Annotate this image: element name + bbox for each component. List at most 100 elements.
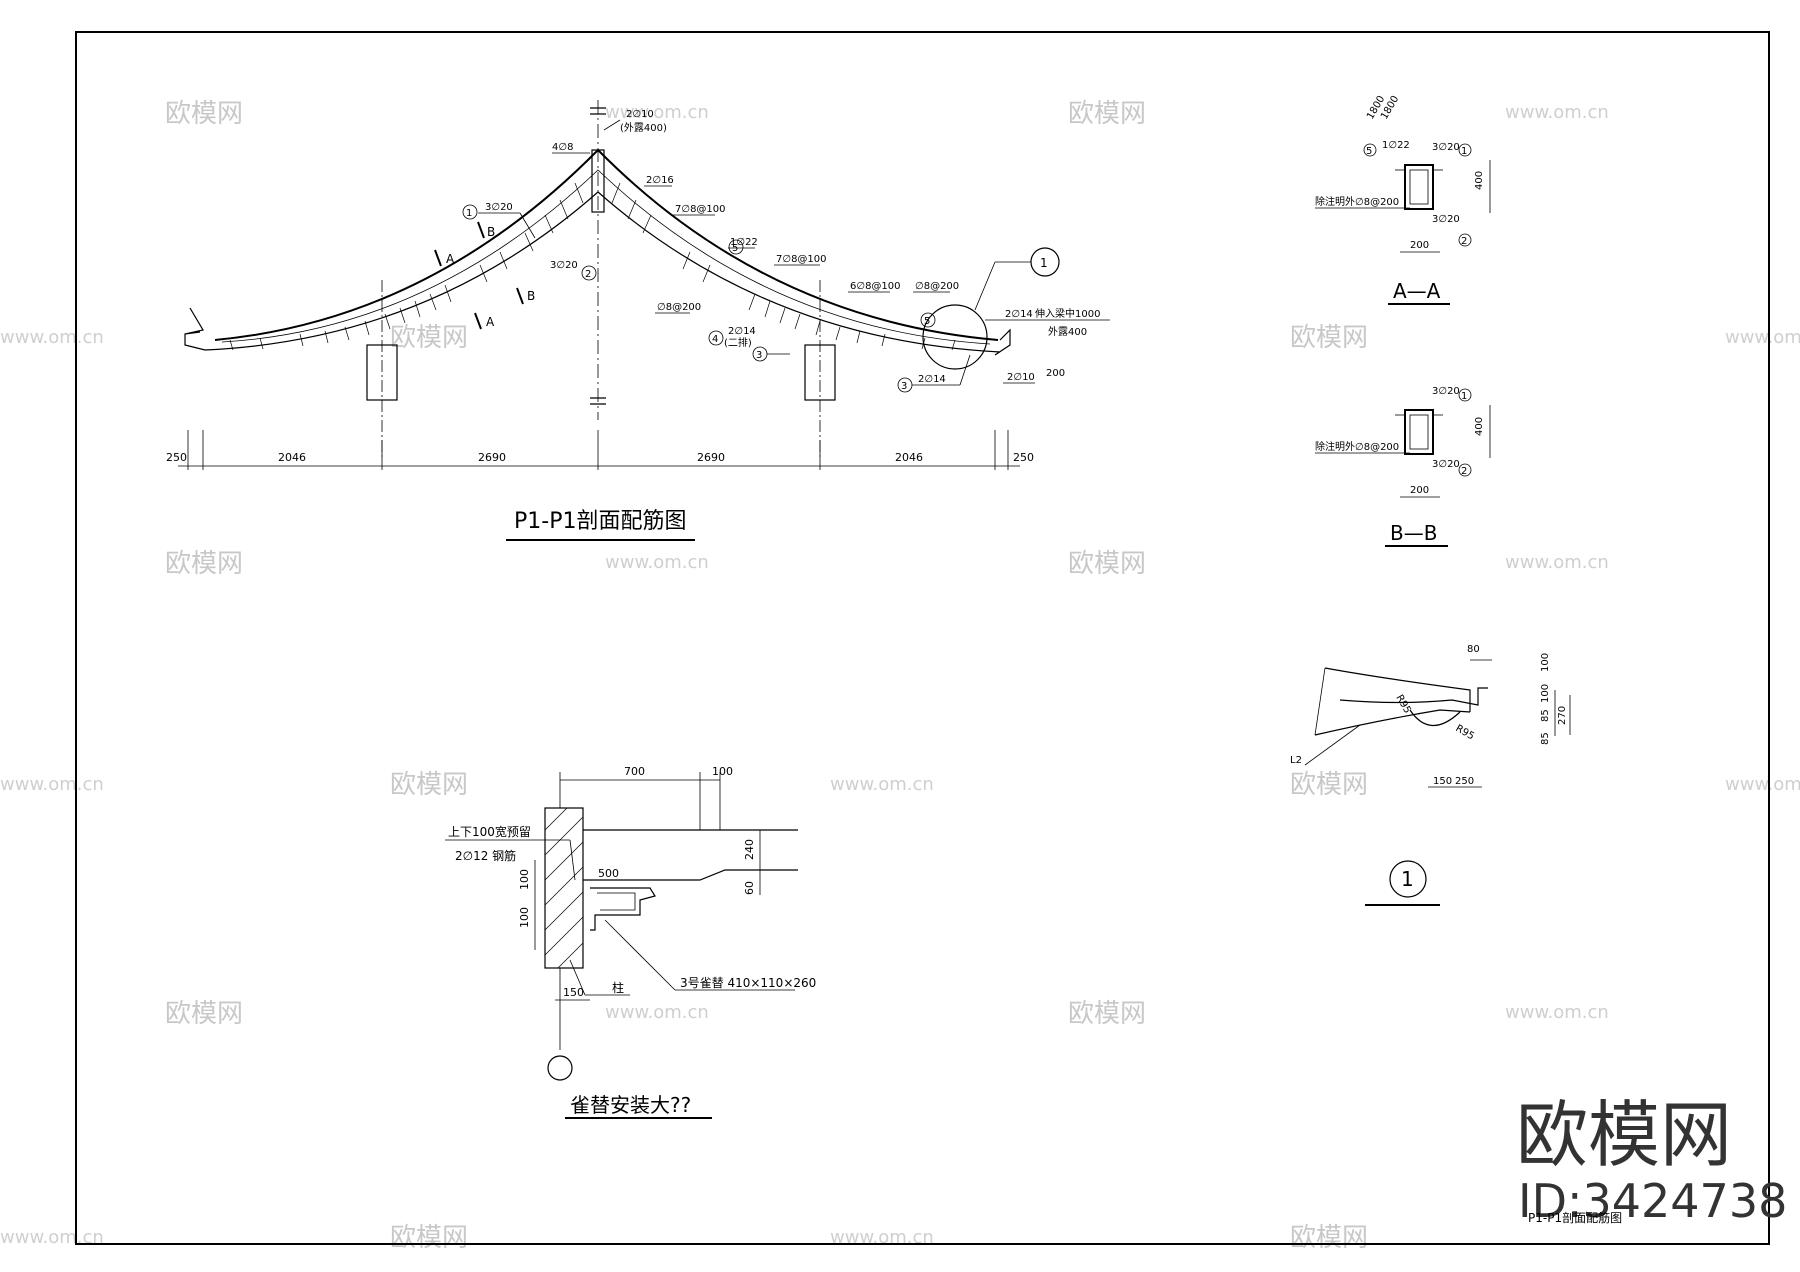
detail-dim-85a: 85 <box>1540 709 1551 722</box>
bracket-dim-100a: 100 <box>518 869 531 890</box>
stirrup-b-label: 7∅8@100 <box>776 254 827 265</box>
detail-dim-150: 150 <box>1433 776 1452 787</box>
bracket-part-label: 3号雀替 410×110×260 <box>680 976 816 990</box>
bracket-beam <box>583 829 798 881</box>
section-marker-b: B <box>527 289 535 303</box>
watermark-brand: 欧模网 <box>390 770 468 800</box>
detail-dim-100b: 100 <box>1540 684 1551 703</box>
detail-dim-270: 270 <box>1557 706 1568 725</box>
detail-dim-250: 250 <box>1455 776 1474 787</box>
bb-height: 400 <box>1474 417 1485 436</box>
bracket-note-1: 上下100宽预留 <box>448 824 531 839</box>
title-block-drawing-name: P1-P1剖面配筋图 <box>1528 1210 1622 1225</box>
detail-dim-100a: 100 <box>1540 653 1551 672</box>
detail-callout-circle <box>922 304 988 370</box>
watermark-url: www.om.cn <box>0 774 104 795</box>
bracket-detail-title: 雀替安装大?? <box>570 1093 691 1117</box>
watermark-url: www.om.cn <box>0 1227 104 1248</box>
bar-14a-note: (二排) <box>724 336 752 349</box>
aa-callout-1 <box>1458 143 1472 157</box>
watermark-url: www.om.cn <box>0 327 104 348</box>
callout-number-4: 4 <box>712 334 718 345</box>
detail-eave-edge <box>1339 687 1488 706</box>
detail-title: 1 <box>1401 867 1414 891</box>
bracket-dim-500: 500 <box>598 867 619 880</box>
aa-stirrups: 除注明外∅8@200 <box>1315 195 1399 208</box>
aa-callout-5-number: 5 <box>1366 146 1372 157</box>
bb-stirrups: 除注明外∅8@200 <box>1315 440 1399 453</box>
detail-r1: R95 <box>1393 693 1412 716</box>
watermark-brand: 欧模网 <box>1290 323 1368 353</box>
bracket-dim-100: 100 <box>712 765 733 778</box>
bb-callout-2 <box>1458 463 1472 477</box>
detail-title-circle <box>1389 860 1427 898</box>
aa-width: 200 <box>1410 240 1429 251</box>
dim-2690-right: 2690 <box>697 451 725 464</box>
watermark-url: www.om.cn <box>830 774 934 795</box>
stirrup-d-label: ∅8@200 <box>915 281 959 292</box>
bar-14b-label: 2∅14 <box>1005 309 1033 320</box>
watermark-brand: 欧模网 <box>390 1223 468 1253</box>
watermark-brand: 欧模网 <box>165 549 243 579</box>
callout-number-5b: 5 <box>924 316 930 327</box>
bb-width: 200 <box>1410 485 1429 496</box>
aa-beam-outline <box>1404 164 1434 210</box>
aa-bottom-bars: 3∅20 <box>1432 214 1460 225</box>
upper-bars-label: 3∅20 <box>485 202 513 213</box>
aa-stirrup <box>1409 169 1429 205</box>
bb-title: B—B <box>1390 521 1437 545</box>
brand-logo: 欧模网 <box>1516 1093 1732 1177</box>
main-dimension-line: 250 2046 2690 2690 2046 250 <box>166 430 1034 470</box>
detail-ref-number: 1 <box>1040 256 1048 270</box>
bb-bottom-bars: 3∅20 <box>1432 459 1460 470</box>
right-eave <box>994 328 1011 356</box>
watermark-url: www.om.cn <box>1505 552 1609 573</box>
detail-beam-label: L2 <box>1290 755 1302 766</box>
callout-circle-2 <box>581 265 597 281</box>
bb-callout-1 <box>1458 388 1472 402</box>
watermark-brand: 欧模网 <box>1068 549 1146 579</box>
watermark-url: www.om.cn <box>1725 774 1800 795</box>
callout-circle-4 <box>708 330 724 346</box>
bar-14b-note2: 外露400 <box>1048 326 1087 338</box>
watermark-brand: 欧模网 <box>165 99 243 129</box>
watermark-brand: 欧模网 <box>390 323 468 353</box>
callout-number-3: 3 <box>756 350 762 361</box>
sheet-border <box>75 31 1770 1245</box>
watermark-layer: 欧模网 www.om.cn 欧模网 www.om.cn www.om.cn 欧模… <box>0 99 1800 1253</box>
watermark-brand: 欧模网 <box>1290 1223 1368 1253</box>
aa-callout-5 <box>1363 143 1377 157</box>
watermark-url: www.om.cn <box>1505 102 1609 123</box>
bracket-dim-700: 700 <box>624 765 645 778</box>
callout-number-2: 2 <box>585 269 591 280</box>
detail-break <box>1314 667 1326 736</box>
section-marker-a: A <box>486 315 495 329</box>
bracket-detail: 700 100 240 60 100 100 150 500 上下100宽预留 … <box>445 765 816 1119</box>
lower-bars-label: 3∅20 <box>550 260 578 271</box>
watermark-url: www.om.cn <box>1725 327 1800 348</box>
callout-circle-5b <box>920 312 936 328</box>
section-bb: 3∅20 1 除注明外∅8@200 3∅20 2 400 200 B—B <box>1315 386 1491 547</box>
ridge-bars-label: 4∅8 <box>552 142 573 153</box>
bb-callout-2-number: 2 <box>1461 466 1467 477</box>
roof-inner-line <box>221 169 991 345</box>
section-marker-b: B <box>487 225 495 239</box>
bar-22-label: 1∅22 <box>730 237 758 248</box>
main-roof-section: 1 A B A B 2∅10 (外露400) 4∅8 1 3∅20 <box>166 100 1110 541</box>
bar-16-label: 2∅16 <box>646 175 674 186</box>
top-bar-note: (外露400) <box>620 122 667 134</box>
detail-dim-80: 80 <box>1467 644 1480 655</box>
detail-upper-line <box>1324 667 1471 712</box>
bracket-dim-150: 150 <box>563 986 584 999</box>
bracket-body <box>590 887 656 931</box>
bar-14c-label: 2∅14 <box>918 374 946 385</box>
left-eave <box>184 307 206 351</box>
stirrups-right <box>611 182 956 351</box>
bracket-dim-240: 240 <box>743 839 756 860</box>
stirrups-left <box>229 182 584 351</box>
rebar-annotations: 2∅10 (外露400) 4∅8 1 3∅20 2 3∅20 2∅16 7∅8@… <box>462 109 1110 393</box>
detail-1: R95 R95 L2 80 100 100 85 85 270 150 250 … <box>1290 644 1571 906</box>
bracket-axis-bubble <box>547 1055 573 1081</box>
watermark-url: www.om.cn <box>605 102 709 123</box>
